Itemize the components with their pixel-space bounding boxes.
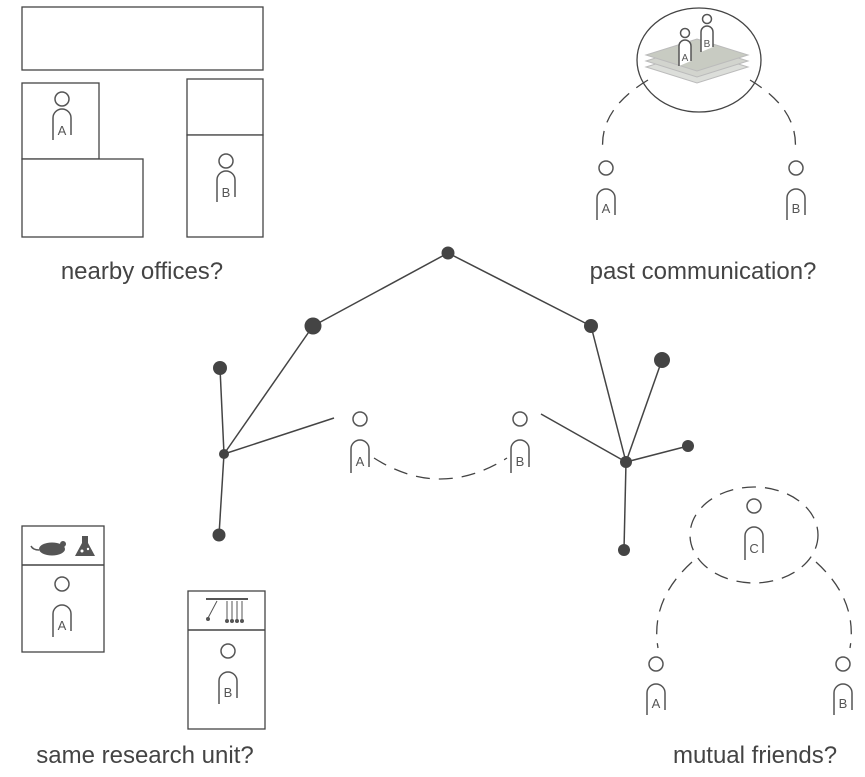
- caption-past-communication: past communication?: [590, 258, 817, 285]
- past-communication-panel: A B A B past communication?: [590, 7, 817, 285]
- nearby-offices-panel: A B nearby offices?: [21, 6, 264, 285]
- person-a-small: A: [678, 27, 692, 66]
- person-b-research: B: [218, 643, 238, 704]
- person-b-office-label: B: [222, 185, 231, 200]
- mutual-friends-panel: C A B mutual friends?: [646, 486, 853, 769]
- caption-same-research-unit: same research unit?: [36, 742, 253, 769]
- person-a-center-label: A: [356, 454, 365, 469]
- network-node-right-side: [682, 440, 694, 452]
- center-dashed-arc: [373, 457, 508, 480]
- person-a-center: A: [350, 411, 370, 473]
- person-c-friend: C: [744, 498, 764, 560]
- office-room-left-lower: [21, 158, 144, 238]
- office-room-top: [21, 6, 264, 71]
- mouse-icon: [30, 541, 66, 556]
- network-node-upper-left: [304, 317, 322, 335]
- person-a-friends-label: A: [652, 696, 661, 711]
- newtons-cradle-icon: [206, 598, 248, 623]
- person-a-communication: A: [596, 160, 616, 220]
- person-a-communication-label: A: [602, 201, 611, 216]
- friends-dashed-arc-right: [815, 561, 852, 649]
- friend-c-dashed-circle: [689, 486, 819, 584]
- person-a-research: A: [52, 576, 72, 637]
- network-node-left-top: [213, 361, 227, 375]
- network-node-upper-right: [584, 319, 598, 333]
- communication-dashed-arc-left: [601, 79, 649, 153]
- same-research-unit-panel: A B same research unit?: [21, 525, 266, 769]
- network-graph: A B: [212, 246, 694, 556]
- communication-dashed-arc-right: [749, 79, 797, 153]
- caption-mutual-friends: mutual friends?: [673, 742, 837, 769]
- caption-nearby-offices: nearby offices?: [61, 258, 223, 285]
- person-a-office: A: [52, 91, 72, 140]
- person-b-center-label: B: [516, 454, 525, 469]
- office-room-right-top: [186, 78, 264, 136]
- person-a-small-label: A: [682, 53, 689, 64]
- friends-dashed-arc-left: [656, 561, 693, 649]
- network-node-left-hub: [219, 449, 229, 459]
- person-a-friends: A: [646, 656, 666, 715]
- person-b-communication-label: B: [792, 201, 801, 216]
- person-b-research-label: B: [224, 685, 233, 700]
- network-node-right-bottom: [618, 544, 630, 556]
- network-node-right-top: [654, 352, 670, 368]
- person-a-office-label: A: [58, 123, 67, 138]
- person-b-small: B: [700, 13, 714, 52]
- person-b-friends-label: B: [839, 696, 848, 711]
- network-node-left-bottom: [212, 528, 226, 542]
- person-b-center: B: [510, 411, 530, 473]
- person-b-communication: B: [786, 160, 806, 220]
- person-b-friends: B: [833, 656, 853, 715]
- network-node-top: [441, 246, 455, 260]
- network-node-right-hub: [620, 456, 632, 468]
- person-b-small-label: B: [704, 39, 711, 50]
- flask-icon: [75, 536, 95, 556]
- person-a-research-label: A: [58, 618, 67, 633]
- person-b-office: B: [216, 153, 236, 202]
- person-c-friend-label: C: [749, 541, 758, 556]
